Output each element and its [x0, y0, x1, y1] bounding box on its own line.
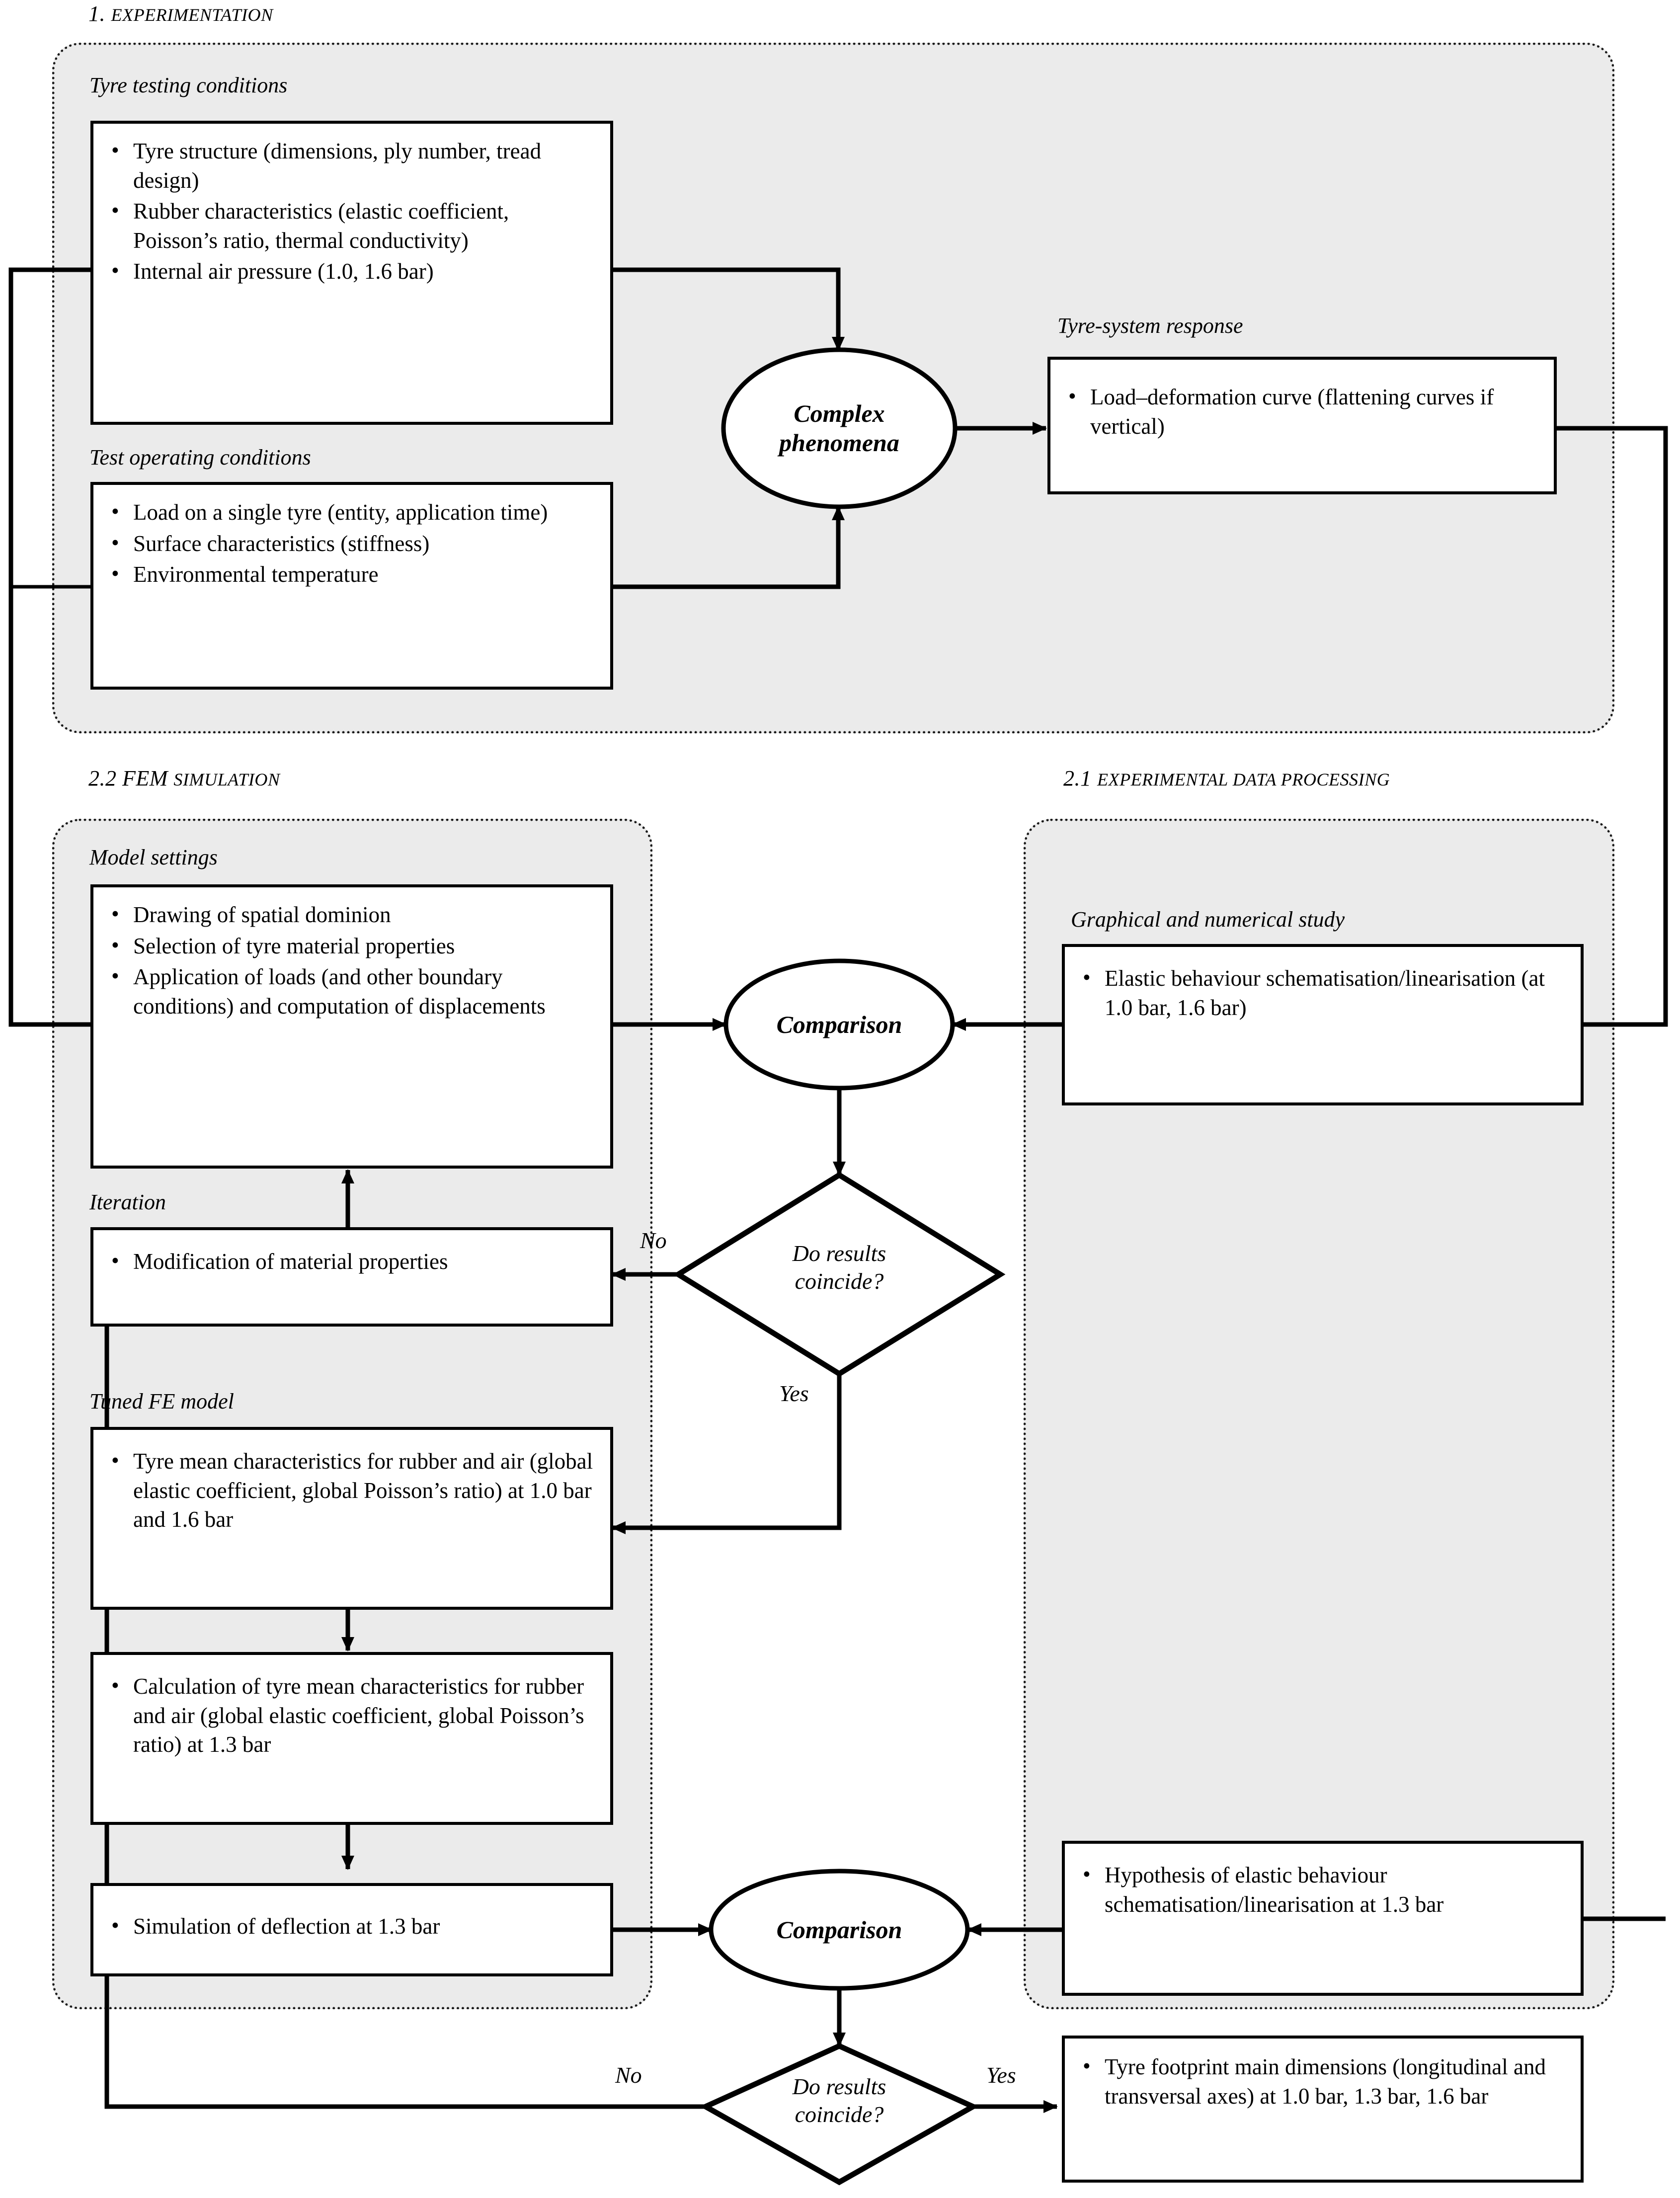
- group-label-iteration: Iteration: [89, 1190, 166, 1214]
- edge-label-no-upper: No: [640, 1228, 667, 1253]
- bullet-icon: •: [1083, 1862, 1091, 1886]
- box-tyre-footprint: • Tyre footprint main dimensions (longitu…: [1062, 2036, 1584, 2183]
- section-number-22: 2.2: [88, 766, 122, 790]
- group-label-model-settings: Model settings: [89, 845, 218, 869]
- list-item: • Internal air pressure (1.0, 1.6 bar): [104, 257, 597, 286]
- decision-lower-line1: Do results: [792, 2074, 886, 2099]
- list-item: • Calculation of tyre mean characteristic…: [104, 1672, 597, 1759]
- list-item-text: Rubber characteristics (elastic coeffici…: [133, 199, 509, 253]
- section-title-data-processing: 2.1 EXPERIMENTAL DATA PROCESSING: [1063, 766, 1390, 791]
- section-number-1: 1.: [88, 1, 111, 26]
- edge-label-yes-upper: Yes: [779, 1381, 809, 1406]
- node-comparison-lower: Comparison: [711, 1871, 967, 1988]
- list-item: • Load–deformation curve (flattening curv…: [1061, 383, 1541, 441]
- box-iteration: • Modification of material properties: [90, 1227, 613, 1327]
- box-tuned-fe-simulation: • Simulation of deflection at 1.3 bar: [90, 1883, 613, 1976]
- comparison-upper-label: Comparison: [776, 1010, 902, 1038]
- list-item: • Selection of tyre material properties: [104, 932, 597, 961]
- list-item: • Hypothesis of elastic behaviour schemat…: [1076, 1861, 1568, 1919]
- group-label-test-operating-conditions: Test operating conditions: [89, 445, 311, 470]
- list-item: • Drawing of spatial dominion: [104, 900, 597, 930]
- list-item: • Tyre footprint main dimensions (longitu…: [1076, 2052, 1568, 2111]
- bullet-icon: •: [111, 1673, 119, 1698]
- decision-upper-label: Do results coincide?: [740, 1240, 939, 1295]
- list-item: • Tyre structure (dimensions, ply number,…: [104, 137, 597, 195]
- bullet-icon: •: [111, 198, 119, 223]
- list-item-text: Calculation of tyre mean characteristics…: [133, 1674, 584, 1757]
- comparison-lower-label: Comparison: [776, 1915, 902, 1944]
- bullet-icon: •: [111, 963, 119, 988]
- edge-label-yes-lower: Yes: [986, 2062, 1016, 2088]
- section-label-simulation: SIMULATION: [173, 770, 280, 789]
- complex-phenomena-line1: Complex: [794, 399, 885, 427]
- list-item-text: Modification of material properties: [133, 1249, 448, 1274]
- box-tuned-fe-characteristics: • Tyre mean characteristics for rubber an…: [90, 1427, 613, 1610]
- list-item: • Modification of material properties: [104, 1247, 597, 1276]
- list-item-text: Tyre structure (dimensions, ply number, …: [133, 139, 542, 193]
- box-tyre-system-response: • Load–deformation curve (flattening curv…: [1047, 357, 1557, 494]
- list-item: • Simulation of deflection at 1.3 bar: [104, 1912, 597, 1941]
- box-tuned-fe-calculation: • Calculation of tyre mean characteristic…: [90, 1652, 613, 1825]
- section-title-fem-simulation: 2.2 FEM SIMULATION: [88, 766, 280, 791]
- section-title-experimentation: 1. EXPERIMENTATION: [88, 1, 273, 26]
- box-hypothesis: • Hypothesis of elastic behaviour schemat…: [1062, 1841, 1584, 1996]
- bullet-icon: •: [111, 258, 119, 283]
- section-number-21: 2.1: [1063, 766, 1097, 790]
- bullet-icon: •: [1083, 2053, 1091, 2078]
- list-item-text: Simulation of deflection at 1.3 bar: [133, 1914, 440, 1939]
- bullet-icon: •: [111, 1448, 119, 1473]
- list-item-text: Tyre footprint main dimensions (longitud…: [1105, 2054, 1546, 2109]
- section-label-data-processing: EXPERIMENTAL DATA PROCESSING: [1097, 770, 1390, 789]
- bullet-icon: •: [111, 1913, 119, 1938]
- bullet-icon: •: [111, 1248, 119, 1273]
- bullet-icon: •: [1083, 965, 1091, 990]
- decision-upper-line1: Do results: [792, 1241, 886, 1266]
- list-item-text: Internal air pressure (1.0, 1.6 bar): [133, 259, 434, 284]
- list-item: • Application of loads (and other boundar…: [104, 962, 597, 1020]
- list-item: • Rubber characteristics (elastic coeffic…: [104, 197, 597, 255]
- list-item-text: Application of loads (and other boundary…: [133, 964, 546, 1019]
- decision-lower-label: Do results coincide?: [740, 2073, 939, 2128]
- group-label-tyre-system-response: Tyre-system response: [1057, 314, 1243, 338]
- bullet-icon: •: [111, 932, 119, 957]
- box-test-operating-conditions: • Load on a single tyre (entity, applicat…: [90, 482, 613, 690]
- bullet-icon: •: [111, 138, 119, 162]
- list-item-text: Load on a single tyre (entity, applicati…: [133, 500, 548, 525]
- box-tyre-testing-conditions: • Tyre structure (dimensions, ply number,…: [90, 121, 613, 425]
- box-graphical-study: • Elastic behaviour schematisation/linear…: [1062, 944, 1584, 1105]
- list-item-text: Selection of tyre material properties: [133, 933, 455, 958]
- list-item-text: Drawing of spatial dominion: [133, 902, 391, 927]
- node-comparison-upper: Comparison: [726, 961, 953, 1088]
- bullet-icon: •: [111, 499, 119, 524]
- list-item: • Surface characteristics (stiffness): [104, 529, 597, 558]
- box-model-settings: • Drawing of spatial dominion • Selection …: [90, 884, 613, 1169]
- section-label-experimentation: EXPERIMENTATION: [111, 5, 273, 25]
- list-item-text: Elastic behaviour schematisation/lineari…: [1105, 966, 1545, 1020]
- group-label-graphical-numerical-study: Graphical and numerical study: [1071, 907, 1345, 932]
- list-item: • Elastic behaviour schematisation/linear…: [1076, 964, 1568, 1022]
- list-item-text: Load–deformation curve (flattening curve…: [1090, 385, 1494, 439]
- list-item: • Tyre mean characteristics for rubber an…: [104, 1447, 597, 1534]
- list-item: • Load on a single tyre (entity, applicat…: [104, 498, 597, 527]
- section-label-fem: FEM: [122, 766, 174, 790]
- list-item: • Environmental temperature: [104, 560, 597, 589]
- bullet-icon: •: [111, 530, 119, 555]
- decision-lower-line2: coincide?: [795, 2102, 884, 2127]
- group-label-tuned-fe-model: Tuned FE model: [89, 1389, 234, 1413]
- node-complex-phenomena: Complex phenomena: [723, 350, 955, 507]
- bullet-icon: •: [111, 561, 119, 586]
- bullet-icon: •: [111, 901, 119, 926]
- bullet-icon: •: [1068, 384, 1076, 408]
- complex-phenomena-line2: phenomena: [779, 429, 899, 457]
- group-label-tyre-testing-conditions: Tyre testing conditions: [89, 73, 288, 97]
- list-item-text: Surface characteristics (stiffness): [133, 531, 430, 556]
- list-item-text: Environmental temperature: [133, 562, 379, 587]
- list-item-text: Hypothesis of elastic behaviour schemati…: [1105, 1863, 1444, 1917]
- edge-label-no-lower: No: [615, 2062, 642, 2088]
- decision-upper-line2: coincide?: [795, 1268, 884, 1294]
- list-item-text: Tyre mean characteristics for rubber and…: [133, 1449, 593, 1532]
